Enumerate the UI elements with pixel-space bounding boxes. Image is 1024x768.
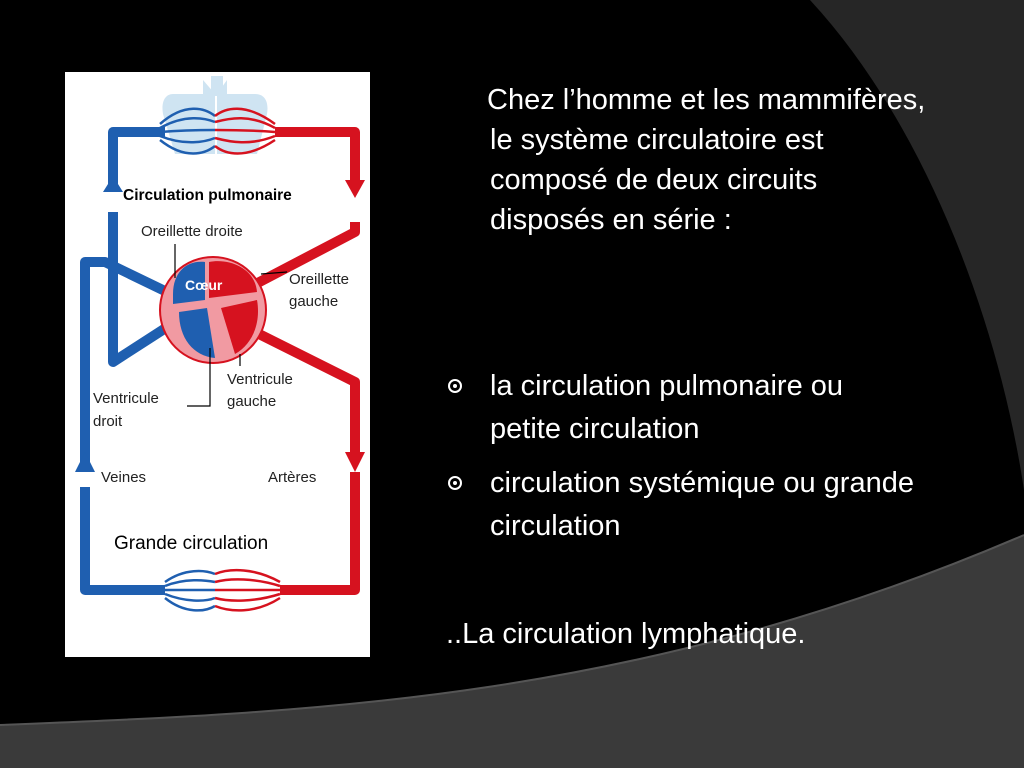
background-swoosh-edge bbox=[0, 534, 1024, 726]
heart-label: Cœur bbox=[185, 277, 223, 293]
bullet-icon bbox=[448, 476, 462, 490]
bullet-text: la circulation pulmonaire ou petite circ… bbox=[490, 370, 844, 445]
bullet-item: circulation systémique ou grande circula… bbox=[440, 462, 920, 548]
pulmonary-vessels bbox=[108, 127, 360, 192]
circulation-diagram-drawing: Circulation pulmonaire Oreillette droite… bbox=[75, 76, 365, 612]
label-veines: Veines bbox=[101, 469, 146, 486]
label-ventricule-gauche-line2: gauche bbox=[227, 393, 276, 410]
label-grande-circulation: Grande circulation bbox=[114, 533, 268, 554]
leader-lines bbox=[174, 244, 288, 407]
closing-line: ..La circulation lymphatique. bbox=[446, 618, 806, 650]
label-ventricule-gauche-line1: Ventricule bbox=[227, 371, 293, 388]
systemic-capillaries bbox=[164, 569, 281, 612]
bullet-icon bbox=[448, 379, 462, 393]
intro-paragraph: Chez l’homme et les mammifères, le systè… bbox=[487, 84, 926, 236]
label-ventricule-droit-line1: Ventricule bbox=[93, 390, 159, 407]
label-oreillette-droite: Oreillette droite bbox=[141, 223, 243, 240]
pulmonary-capillaries bbox=[159, 107, 276, 155]
heart-vessels bbox=[80, 212, 360, 472]
background-swoosh-upper bbox=[810, 0, 1024, 490]
arrow-down-icon bbox=[345, 452, 365, 472]
pulmonary-circulation-title: Circulation pulmonaire bbox=[123, 187, 292, 204]
arrow-down-icon bbox=[345, 180, 365, 198]
bullet-item: la circulation pulmonaire ou petite circ… bbox=[440, 365, 920, 451]
bullet-text: circulation systémique ou grande circula… bbox=[490, 467, 914, 542]
circulation-diagram: Circulation pulmonaire Oreillette droite… bbox=[65, 72, 370, 657]
label-oreillette-gauche-line1: Oreillette bbox=[289, 271, 349, 288]
background-swoosh-lower bbox=[0, 535, 1024, 768]
label-oreillette-gauche-line2: gauche bbox=[289, 293, 338, 310]
heart-icon bbox=[159, 256, 267, 364]
arrow-up-icon bbox=[103, 176, 123, 192]
label-ventricule-droit-line2: droit bbox=[93, 413, 123, 430]
label-arteres: Artères bbox=[268, 469, 316, 486]
lungs-icon bbox=[162, 76, 268, 154]
arrow-up-icon bbox=[75, 452, 95, 472]
systemic-vessels bbox=[80, 472, 360, 595]
